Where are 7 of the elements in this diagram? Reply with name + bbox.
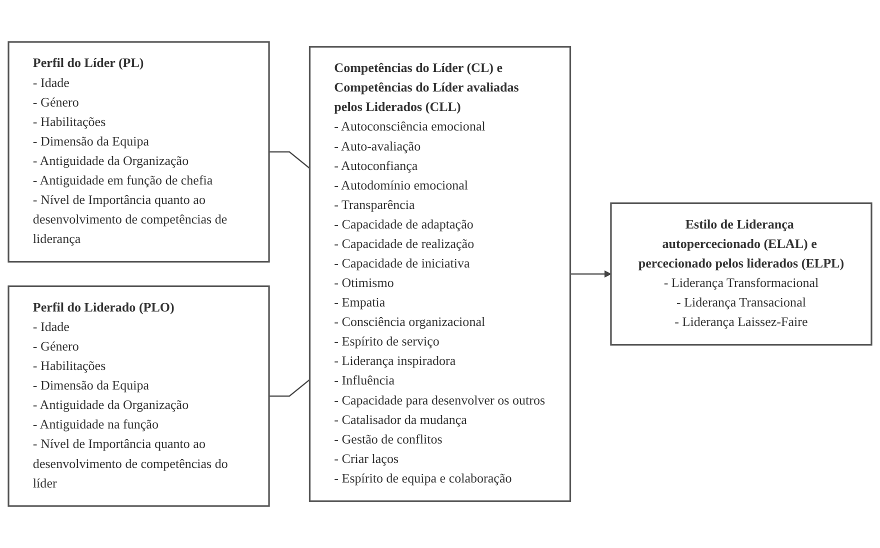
node-box: Perfil do Líder (PL) - Idade - Género - Habilitações - Dimensão da Equipa - Antiguidade da Organização - Antiguidade em função de chefia - Nível de Importância quanto ao desenvolvimento de competências de liderança xyxy=(8,41,270,263)
node-box: Competências do Líder (CL) e Competências do Líder avaliadas pelos Liderados (CLL) - Autoconsciência emocional - Auto-avaliação - Autoconfiança - Autodomínio emocional - Transparência - Capacidade de adaptação - Capacidade de realização - Capacidade de iniciativa - Otimismo - Empatia - Consciência organizacional - Espírito de serviço - Liderança inspiradora - Influência - Capacidade para desenvolver os outros - Catalisador da mudança - Gestão de conflitos - Criar laços - Espírito de equipa e colaboração xyxy=(308,46,572,502)
connector xyxy=(269,151,310,169)
node-box: Perfil do Liderado (PLO) - Idade - Género - Habilitações - Dimensão da Equipa - Antiguidade da Organização - Antiguidade na função - Nível de Importância quanto ao desenvolvimento de competências do líder xyxy=(8,285,270,507)
arrow xyxy=(570,270,612,278)
node-box: Estilo de Liderança autopercecionado (ELAL) e percecionado pelos liderados (ELPL) - Liderança Transformacional - Liderança Transacional - Liderança Laissez-Faire xyxy=(610,202,872,346)
connector xyxy=(269,379,310,397)
